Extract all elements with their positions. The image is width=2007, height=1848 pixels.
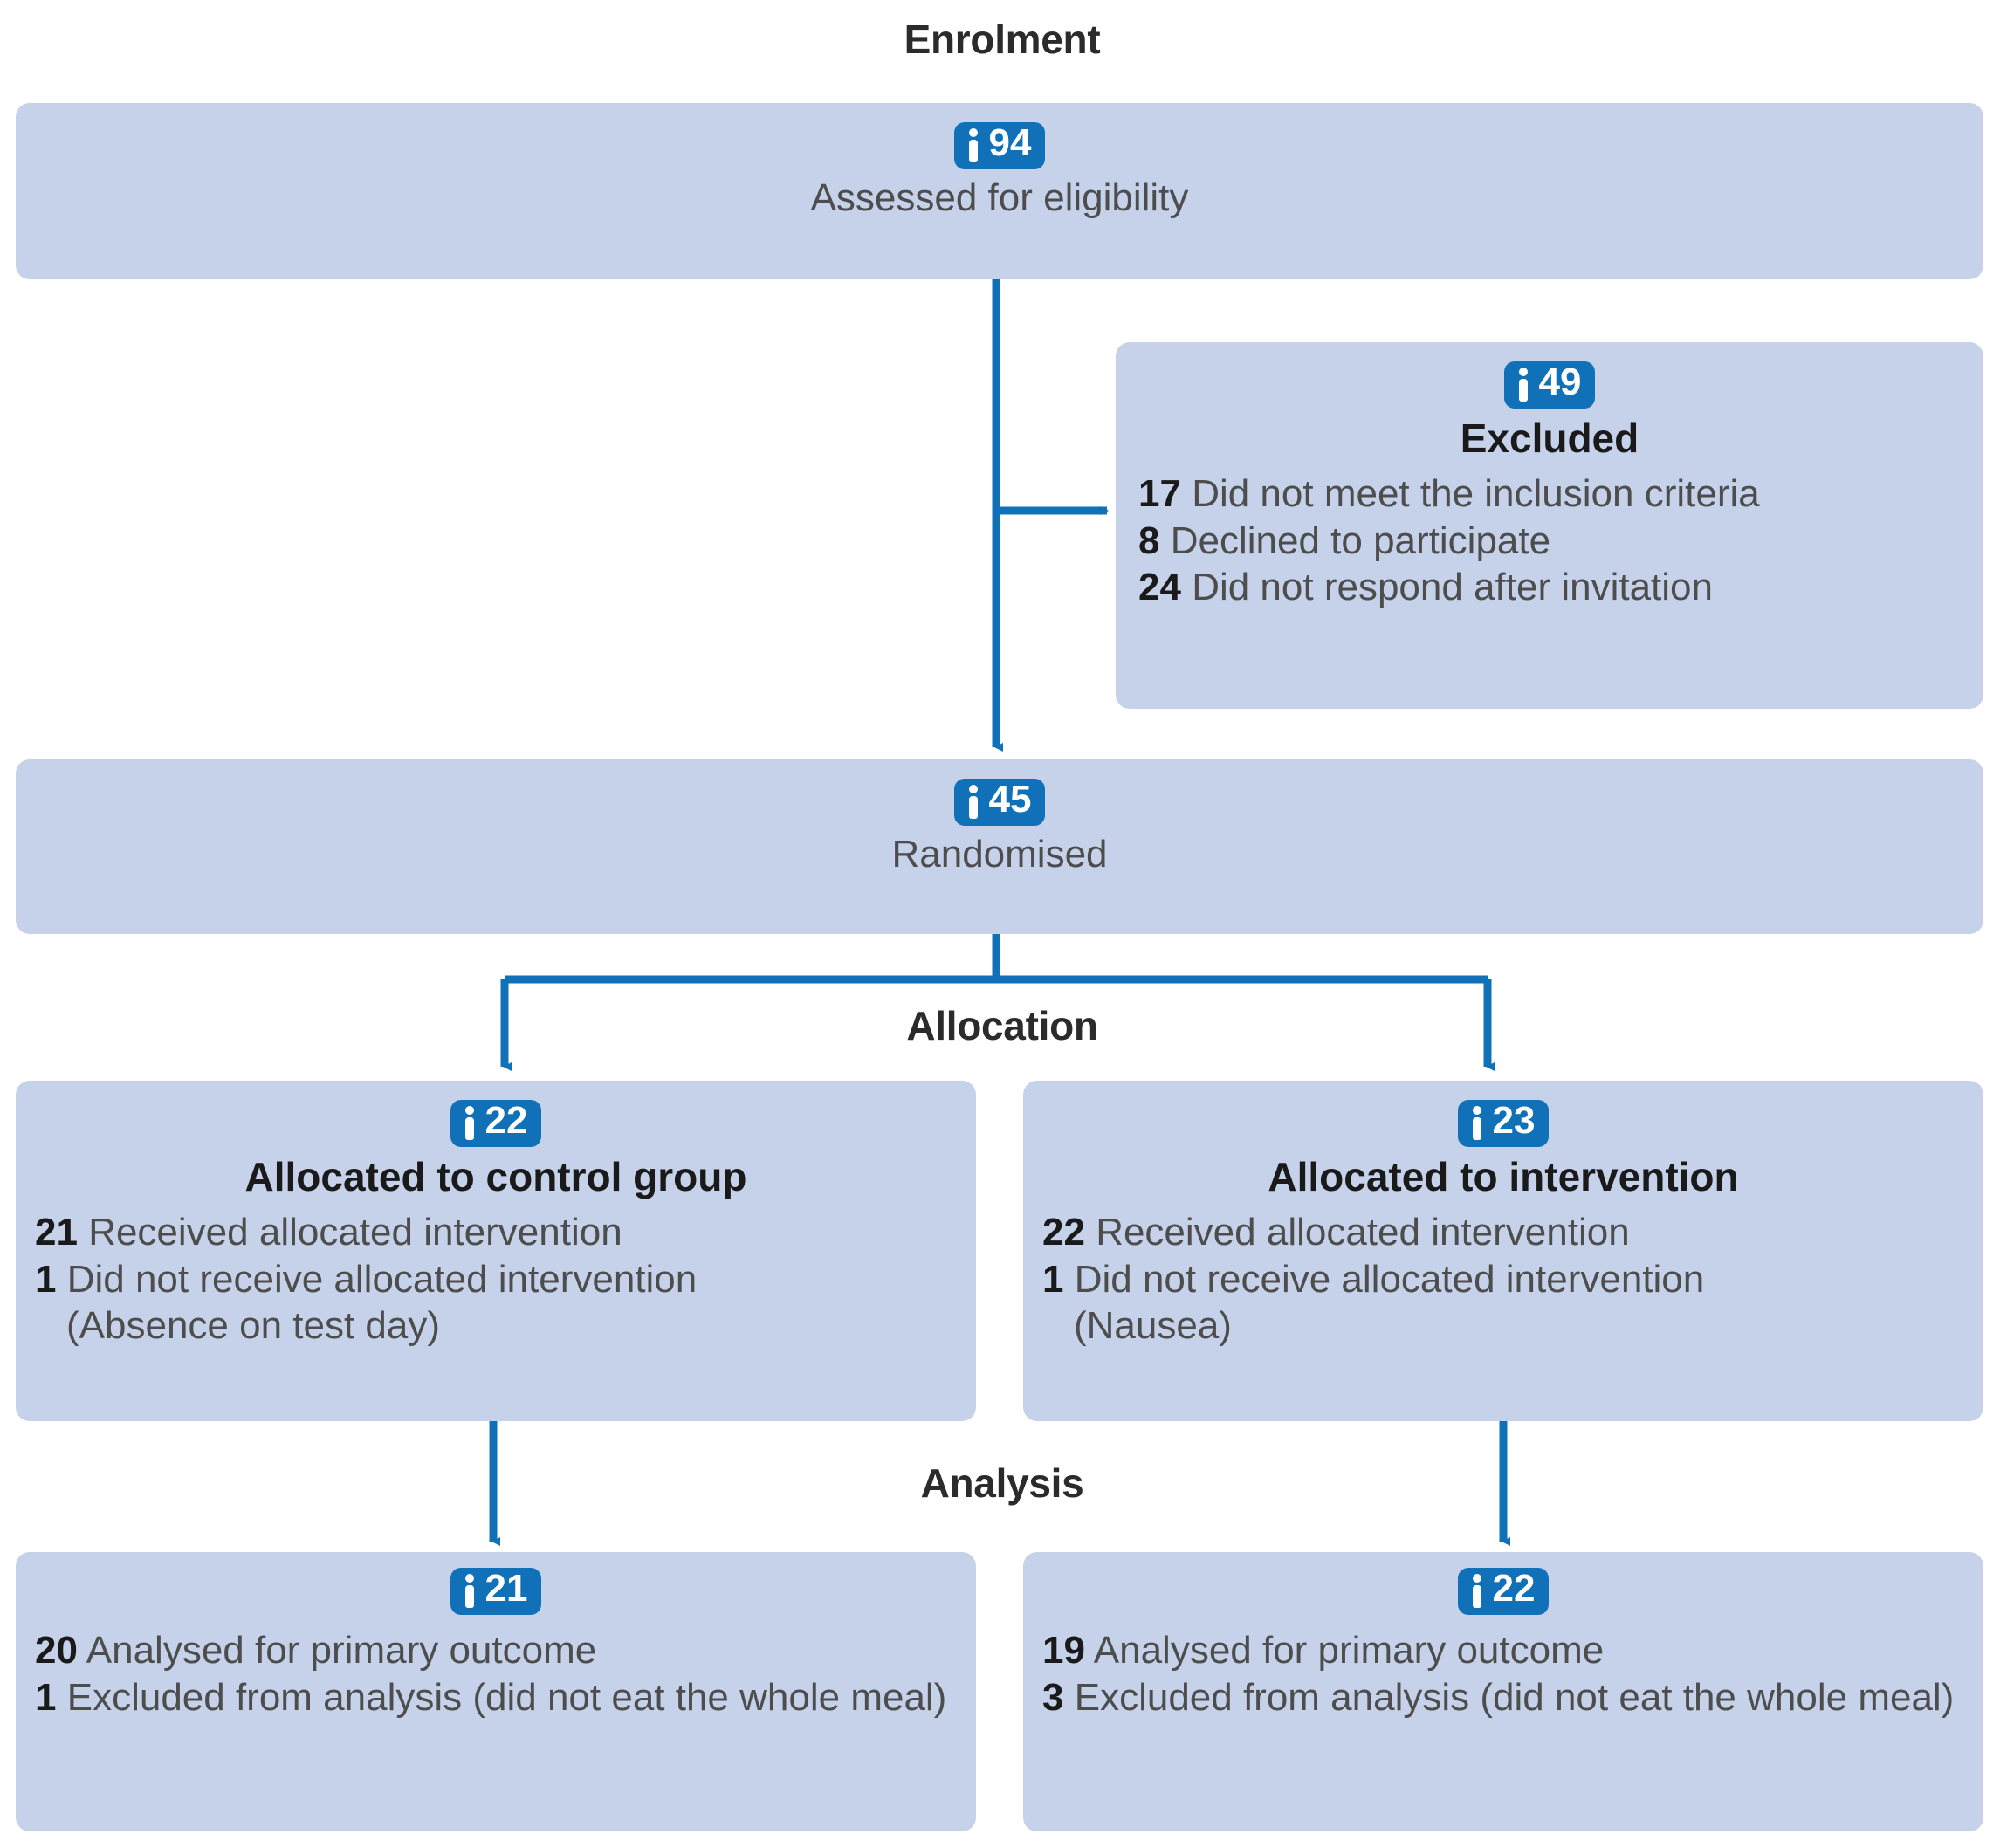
badge-count-analysed-intervention: 22	[1492, 1567, 1536, 1610]
list-item-note: (Nausea)	[1042, 1302, 1964, 1350]
line-number: 1	[1042, 1257, 1064, 1301]
list-item: 17 Did not meet the inclusion criteria	[1138, 471, 1961, 518]
person-icon	[463, 1105, 477, 1140]
badge-count-randomised: 45	[988, 778, 1032, 821]
badge-row-analysed-control: 21	[35, 1568, 957, 1615]
line-text: Excluded from analysis (did not eat the …	[66, 1675, 947, 1719]
excluded-reason-list: 17 Did not meet the inclusion criteria 8…	[1138, 471, 1961, 611]
line-number: 8	[1138, 519, 1160, 562]
badge-count-allocated-intervention: 23	[1492, 1099, 1536, 1142]
badge-row-analysed-intervention: 22	[1042, 1568, 1964, 1615]
badge-row-allocated-intervention: 23	[1042, 1100, 1964, 1147]
line-text: Analysed for primary outcome	[86, 1629, 597, 1672]
participant-count-badge-allocated-intervention: 23	[1457, 1099, 1550, 1147]
stage-label-enrolment: Enrolment	[904, 17, 1101, 62]
box-allocated-intervention: 23 Allocated to intervention 22 Received…	[1023, 1081, 1983, 1421]
caption-randomised: Randomised	[891, 833, 1108, 876]
line-number: 19	[1042, 1629, 1085, 1672]
badge-row-assessed: 94	[16, 122, 1983, 169]
connector-randomised-split	[505, 934, 1488, 984]
line-number: 1	[35, 1675, 57, 1719]
box-randomised: 45 Randomised	[16, 759, 1983, 934]
list-item: 20 Analysed for primary outcome	[35, 1627, 957, 1674]
person-icon	[1516, 367, 1530, 402]
person-icon	[966, 784, 980, 819]
analysed-control-list: 20 Analysed for primary outcome 1 Exclud…	[35, 1627, 957, 1721]
badge-count-analysed-control: 21	[485, 1567, 528, 1610]
list-item: 24 Did not respond after invitation	[1138, 564, 1961, 611]
box-allocated-control: 22 Allocated to control group 21 Receive…	[16, 1081, 976, 1421]
note-text: (Absence on test day)	[66, 1304, 441, 1348]
badge-count-excluded: 49	[1538, 361, 1582, 403]
list-item: 1 Did not receive allocated intervention	[1042, 1256, 1964, 1303]
list-item: 22 Received allocated intervention	[1042, 1209, 1964, 1256]
list-item: 3 Excluded from analysis (did not eat th…	[1042, 1674, 1964, 1721]
box-excluded: 49 Excluded 17 Did not meet the inclusio…	[1116, 342, 1983, 709]
participant-count-badge-analysed-intervention: 22	[1457, 1567, 1550, 1615]
badge-count-allocated-control: 22	[485, 1099, 528, 1142]
line-text: Analysed for primary outcome	[1093, 1629, 1605, 1672]
box-assessed-for-eligibility: 94 Assessed for eligibility	[16, 103, 1983, 279]
list-item-note: (Absence on test day)	[35, 1302, 957, 1350]
line-text: Did not meet the inclusion criteria	[1192, 471, 1760, 515]
participant-count-badge-excluded: 49	[1503, 361, 1596, 409]
participant-count-badge-analysed-control: 21	[450, 1568, 542, 1615]
line-text: Did not receive allocated intervention	[66, 1257, 698, 1301]
title-allocated-intervention: Allocated to intervention	[1268, 1154, 1739, 1199]
badge-count-assessed: 94	[988, 121, 1032, 164]
line-number: 21	[35, 1210, 78, 1254]
badge-row-excluded: 49	[1138, 361, 1961, 409]
badge-row-allocated-control: 22	[35, 1100, 957, 1147]
line-number: 3	[1042, 1675, 1064, 1719]
box-analysed-intervention: 22 19 Analysed for primary outcome 3 Exc…	[1023, 1552, 1983, 1831]
participant-count-badge-assessed: 94	[953, 121, 1046, 169]
stage-label-allocation: Allocation	[906, 1003, 1098, 1048]
person-icon	[1470, 1105, 1484, 1140]
allocated-control-list: 21 Received allocated intervention 1 Did…	[35, 1209, 957, 1350]
line-text: Did not receive allocated intervention	[1074, 1257, 1705, 1301]
list-item: 21 Received allocated intervention	[35, 1209, 957, 1256]
person-icon	[966, 127, 980, 162]
line-number: 22	[1042, 1210, 1085, 1254]
participant-count-badge-randomised: 45	[953, 778, 1046, 826]
line-text: Received allocated intervention	[1096, 1210, 1630, 1254]
list-item: 1 Did not receive allocated intervention	[35, 1256, 957, 1303]
line-number: 1	[35, 1257, 57, 1301]
title-excluded: Excluded	[1460, 416, 1639, 461]
title-allocated-control: Allocated to control group	[244, 1154, 747, 1199]
allocated-intervention-list: 22 Received allocated intervention 1 Did…	[1042, 1209, 1964, 1350]
line-number: 17	[1138, 471, 1181, 515]
line-text: Excluded from analysis (did not eat the …	[1074, 1675, 1955, 1719]
line-text: Did not respond after invitation	[1192, 566, 1713, 609]
box-analysed-control: 21 20 Analysed for primary outcome 1 Exc…	[16, 1552, 976, 1831]
analysed-intervention-list: 19 Analysed for primary outcome 3 Exclud…	[1042, 1627, 1964, 1721]
line-number: 20	[35, 1629, 78, 1672]
list-item: 19 Analysed for primary outcome	[1042, 1627, 1964, 1674]
participant-count-badge-allocated-control: 22	[450, 1100, 542, 1147]
stage-label-analysis: Analysis	[920, 1460, 1084, 1506]
list-item: 8 Declined to participate	[1138, 518, 1961, 565]
note-text: (Nausea)	[1074, 1304, 1232, 1348]
person-icon	[1470, 1573, 1484, 1608]
line-text: Declined to participate	[1170, 519, 1551, 562]
badge-row-randomised: 45	[16, 779, 1983, 826]
line-number: 24	[1138, 566, 1181, 609]
person-icon	[463, 1573, 477, 1608]
caption-assessed: Assessed for eligibility	[810, 176, 1189, 219]
line-text: Received allocated intervention	[88, 1210, 622, 1254]
list-item: 1 Excluded from analysis (did not eat th…	[35, 1674, 957, 1721]
